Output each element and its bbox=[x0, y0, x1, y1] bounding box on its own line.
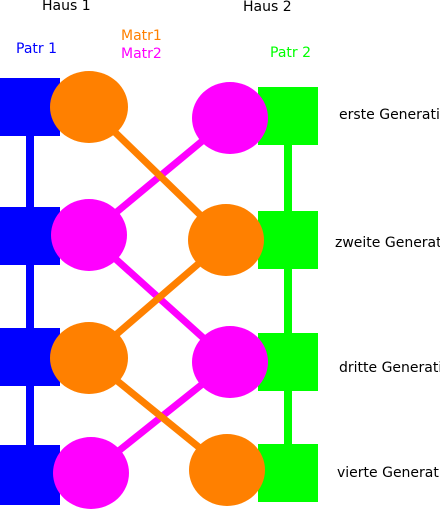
patr2-label: Patr 2 bbox=[270, 45, 311, 61]
generation-label-4: vierte Generation bbox=[337, 465, 440, 481]
house2-label: Haus 2 bbox=[243, 0, 292, 15]
matr2-circle-gen3 bbox=[192, 326, 268, 398]
matr2-circle-gen2 bbox=[51, 199, 127, 271]
matr1-circle-gen1 bbox=[50, 71, 128, 143]
generation-label-1: erste Generation bbox=[339, 107, 440, 123]
patr1-square-gen3 bbox=[0, 328, 60, 386]
generation-label-3: dritte Generation bbox=[339, 360, 440, 376]
patr2-square-gen1 bbox=[258, 87, 318, 145]
matr1-circle-gen4 bbox=[189, 434, 265, 506]
matr1-circle-gen2 bbox=[188, 204, 264, 276]
generation-label-2: zweite Generation bbox=[335, 235, 440, 251]
matr2-label: Matr2 bbox=[121, 46, 162, 62]
patr1-label: Patr 1 bbox=[16, 41, 57, 57]
matr1-label: Matr1 bbox=[121, 28, 162, 44]
patr1-square-gen4 bbox=[0, 445, 60, 505]
house1-label: Haus 1 bbox=[42, 0, 91, 14]
matr1-circle-gen3 bbox=[50, 322, 128, 394]
patr1-square-gen2 bbox=[0, 207, 60, 265]
patr2-square-gen2 bbox=[258, 211, 318, 269]
patr2-square-gen4 bbox=[258, 444, 318, 502]
matr2-circle-gen4 bbox=[53, 437, 129, 509]
matr2-circle-gen1 bbox=[192, 82, 268, 154]
